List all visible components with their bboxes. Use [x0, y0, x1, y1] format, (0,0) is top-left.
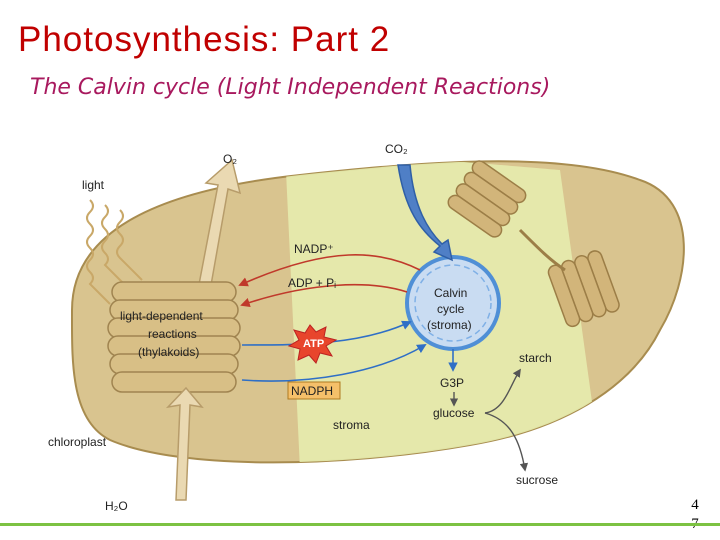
slide-title: Photosynthesis: Part 2	[18, 20, 391, 59]
thylakoid-stack	[107, 281, 241, 393]
stroma-lamella	[518, 228, 566, 272]
cycle-label: cycle	[437, 302, 465, 316]
chloroplast-label: chloroplast	[48, 435, 107, 449]
starch-label: starch	[519, 351, 552, 365]
thylakoids-label: (thylakoids)	[138, 345, 199, 359]
light-dependent-label: light-dependent	[120, 309, 203, 323]
nadp-label: NADP⁺	[294, 242, 334, 256]
nadph-box	[287, 381, 341, 400]
h2o-arrow	[165, 386, 204, 501]
calvin-cycle-inner	[414, 264, 492, 342]
stroma-label: stroma	[333, 418, 370, 432]
g3p-label: G3P	[440, 376, 464, 390]
adp-label: ADP + Pᵢ	[288, 276, 336, 290]
nadph-label: NADPH	[291, 384, 333, 398]
reactions-label: reactions	[148, 327, 197, 341]
nadph-arrow	[241, 344, 427, 382]
bottom-accent-line	[0, 523, 720, 526]
calvin-label: Calvin	[434, 286, 467, 300]
h2o-label: H₂O	[105, 499, 128, 513]
sucrose-label: sucrose	[516, 473, 558, 487]
sucrose-arrow	[484, 412, 529, 472]
slide-subtitle: The Calvin cycle (Light Independent Reac…	[30, 75, 551, 100]
light-label: light	[82, 178, 105, 192]
stroma-paren-label: (stroma)	[427, 318, 472, 332]
page-number: 47	[691, 497, 699, 532]
o2-label: O₂	[223, 152, 237, 166]
glucose-label: glucose	[433, 406, 475, 420]
nadp-arrow	[238, 254, 421, 287]
adp-arrow	[240, 284, 408, 308]
co2-arrow	[397, 164, 454, 262]
starch-arrow	[484, 368, 521, 414]
co2-label: CO₂	[385, 142, 408, 156]
atp-burst	[287, 324, 338, 364]
atp-label: ATP	[303, 338, 324, 350]
grana-right	[447, 160, 620, 328]
light-rays	[86, 199, 143, 305]
